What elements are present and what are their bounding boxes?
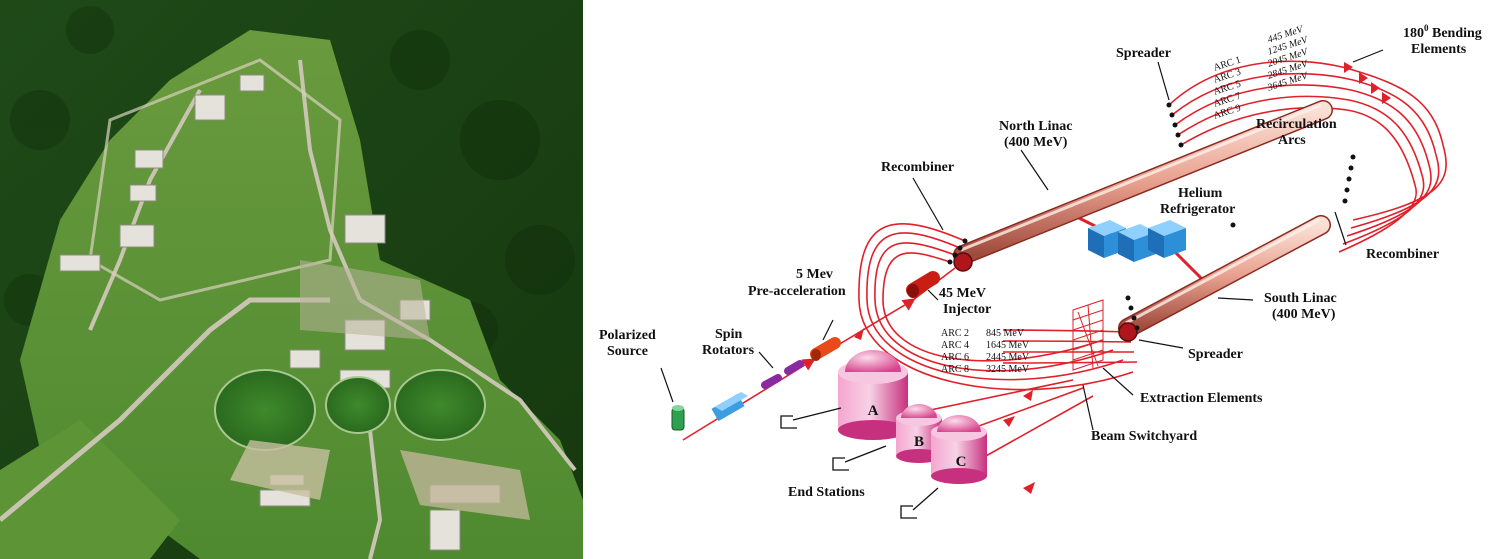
arc-6-name: ARC 6 [941,352,969,363]
main-road [0,297,330,522]
even-arc-labels: ARC 2 845 MeV ARC 4 1645 MeV ARC 6 2445 … [941,328,1030,375]
arc-8-name: ARC 8 [941,364,969,375]
arc-right-1 [1352,144,1447,221]
station-b-label: B [914,434,924,450]
arc-2-energy: 845 MeV [986,328,1025,339]
lower-left-field [0,420,180,559]
magnet-dots [947,102,1356,331]
preacc-energy-label: 5 Mev [796,267,833,282]
station-a-label: A [868,403,879,419]
end-station-a: A [838,350,908,440]
leader-source [660,367,674,403]
north-linac [953,100,1333,272]
arc-4-name: ARC 4 [941,340,969,351]
injector-energy-label: 45 MeV [939,286,986,301]
leader-extraction [1102,367,1134,396]
injector [906,271,940,298]
arc-line-5 [1180,106,1416,186]
paved-area [230,440,330,500]
north-linac-label: North Linac [999,119,1073,134]
arc-line-4 [1177,95,1423,176]
end-station-hall-c-ground [394,369,486,441]
spin-rotators-label-2: Rotators [702,343,755,358]
spin-rotators [711,360,804,422]
injector-label: Injector [943,302,991,317]
arc-line-2 [1171,72,1437,156]
bending-elements-label: 1800 Bending [1403,23,1482,41]
leader-recombiner-right [1334,211,1347,246]
beam-arrows [854,62,1391,494]
polarized-source-label: Polarized [599,328,656,343]
polarized-source-label-2: Source [607,344,648,359]
central-lot [300,260,430,340]
leader-spin [758,351,774,369]
station-c-label: C [956,454,967,470]
paved-area-east [400,450,530,520]
pre-acceleration [810,337,841,361]
leader-preacc [822,319,834,341]
helium-refrigerator [1088,220,1186,262]
accelerator-schematic: A B C [583,0,1502,559]
south-linac-end-cap [1118,322,1138,342]
leader-lines [660,49,1384,431]
leader-switchyard [1082,384,1094,431]
bending-elements-label-2: Elements [1411,42,1467,57]
north-linac-end-cap [953,252,973,272]
south-linac [1118,215,1331,342]
leader-spreader-top [1157,61,1170,101]
arc-2-name: ARC 2 [941,328,969,339]
end-station-hall-a-ground [214,369,316,451]
beam-dumps [780,407,939,519]
leader-recombiner-left [912,177,944,231]
spreader-top-label: Spreader [1116,46,1171,61]
helium-label: Helium [1178,186,1223,201]
station-road [368,429,383,559]
arc-6-energy: 2445 MeV [986,352,1030,363]
leader-injector [927,289,939,301]
recirculation-arcs-label-2: Arcs [1278,133,1306,148]
extraction-elements [1072,299,1104,371]
arc-line-3 [1174,84,1430,166]
leader-spreader-bottom [1138,339,1184,349]
end-station-c: C [931,415,987,484]
aerial-photo [0,0,583,559]
recombiner-left-label: Recombiner [881,160,954,175]
end-station-hall-b-ground [325,376,391,434]
even-arc-2 [1002,329,1129,333]
leader-north-linac [1020,149,1049,191]
leader-bending [1352,49,1384,63]
north-linac-energy: (400 MeV) [1004,135,1068,150]
end-stations-label: End Stations [788,485,865,500]
schematic-drawing: A B C [599,23,1482,519]
extraction-elements-label: Extraction Elements [1140,391,1263,406]
component-labels: 1800 Bending Elements Spreader North Lin… [599,23,1482,500]
recirculation-arcs-label: Recirculation [1256,117,1337,132]
spreader-bottom-label: Spreader [1188,347,1243,362]
aerial-photo-drawing [0,0,583,559]
leader-south-linac [1217,297,1254,301]
beam-switchyard-label: Beam Switchyard [1091,429,1197,444]
south-linac-energy: (400 MeV) [1272,307,1336,322]
spin-rotators-label: Spin [715,327,742,342]
refrigerator-label: Refrigerator [1160,202,1235,217]
odd-arc-labels: ARC 1 445 MeV ARC 3 1245 MeV ARC 5 2045 … [1212,23,1311,121]
polarized-source [671,405,685,431]
end-station-b: B [896,404,942,463]
west-road [88,89,202,331]
east-road [298,59,362,301]
south-linac-label: South Linac [1264,291,1337,306]
arc-4-energy: 1645 MeV [986,340,1030,351]
recombiner-right-label: Recombiner [1366,247,1439,262]
arc-8-energy: 3245 MeV [986,364,1030,375]
preacc-label: Pre-acceleration [748,284,846,299]
